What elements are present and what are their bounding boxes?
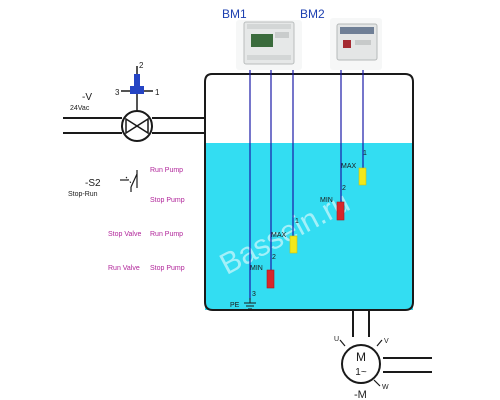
label-run-valve: Run Valve [108, 265, 140, 272]
bm1-min-label: MIN [250, 265, 263, 272]
bm1-min-pin: 2 [272, 254, 276, 261]
switch-s2-sublabel: Stop-Run [68, 191, 98, 198]
motor-terminal-u: U [334, 336, 339, 343]
motor-symbol-text: M [356, 350, 366, 364]
bm1-max-pin: 1 [295, 218, 299, 225]
switch-s2-label: -S2 [85, 178, 101, 189]
motor-phase: 1~ [355, 367, 367, 378]
label-stop-valve: Stop Valve [108, 231, 141, 238]
bm1-max-sensor [289, 235, 298, 254]
bm1-label: BM1 [222, 7, 247, 21]
motor-symbol [339, 339, 383, 387]
label-stop-pump-2: Stop Pump [150, 265, 185, 272]
valve-pin-2: 2 [139, 61, 144, 70]
motor-label: -M [354, 389, 367, 400]
bm1-module [236, 20, 302, 70]
bm2-max-sensor [358, 167, 367, 186]
tank-outline [204, 73, 414, 311]
label-stop-pump-1: Stop Pump [150, 197, 185, 204]
bm1-min-sensor [266, 269, 275, 289]
valve-actuator [121, 66, 153, 94]
valve-pin-1: 1 [155, 88, 160, 97]
label-run-pump-1: Run Pump [150, 167, 183, 174]
sensor-wires [249, 70, 364, 300]
bm2-max-label: MAX [341, 163, 357, 170]
outlet-pipe [352, 310, 432, 373]
label-run-pump-2: Run Pump [150, 231, 183, 238]
switch-s2-symbol [120, 170, 138, 192]
pe-pin: 3 [252, 291, 256, 298]
bm2-min-pin: 2 [342, 185, 346, 192]
valve-supply-label: -V [82, 92, 92, 103]
bm2-min-label: MIN [320, 197, 333, 204]
valve-voltage-label: 24Vac [70, 105, 90, 112]
bm2-min-sensor [336, 201, 345, 221]
ground-icon [244, 298, 256, 310]
valve-pin-3: 3 [115, 88, 120, 97]
bm2-module [330, 18, 382, 70]
inlet-pipe [63, 117, 205, 134]
valve-symbol [121, 94, 153, 142]
motor-terminal-v: V [384, 338, 389, 345]
motor-terminal-w: W [382, 384, 389, 391]
pe-label: PE [230, 302, 240, 309]
bm1-max-label: MAX [271, 232, 287, 239]
bm2-max-pin: 1 [363, 150, 367, 157]
water-fill [205, 143, 413, 310]
bm2-label: BM2 [300, 7, 325, 21]
